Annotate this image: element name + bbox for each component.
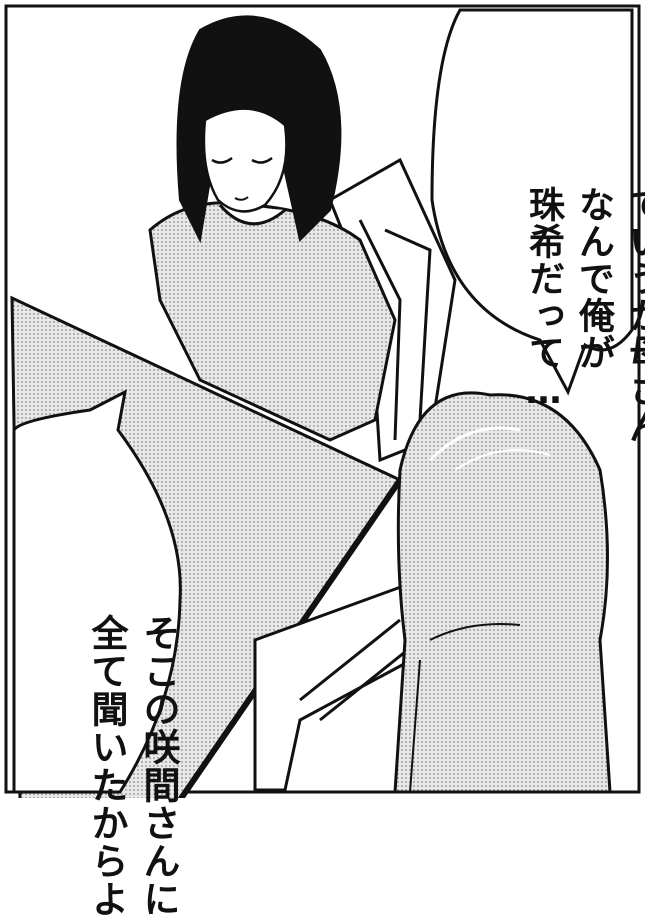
speech-line: ていうか母さん: [623, 186, 645, 445]
speech-bubble-top-right: [430, 8, 634, 396]
speech-line: なんで俺が: [573, 186, 614, 371]
speech-bubble-bottom-left: [12, 389, 182, 794]
speech-text-bottom-left: そこの咲間さんに 全て聞いたからよ: [28, 438, 236, 918]
manga-panel: ていうか母さん なんで俺が 珠希だって… そこの咲間さんに 全て聞いたからよ: [4, 4, 645, 918]
panel-artwork: [4, 4, 641, 798]
speech-line: 珠希だって…: [523, 186, 564, 413]
speech-text-top-right: ていうか母さん なんで俺が 珠希だって…: [468, 18, 645, 445]
foreground-girl-figure: [393, 391, 612, 794]
mother-figure: [148, 15, 397, 442]
speech-line: 全て聞いたからよ: [85, 614, 128, 918]
speech-line: そこの咲間さんに: [137, 614, 180, 918]
